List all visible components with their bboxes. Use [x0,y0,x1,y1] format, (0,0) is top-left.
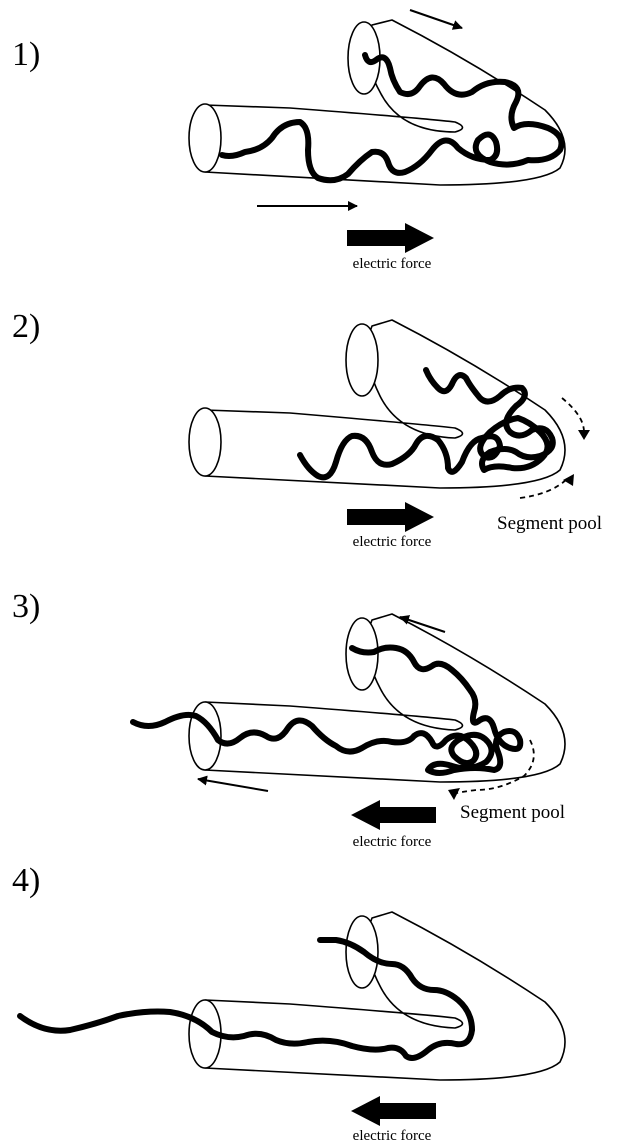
panel-3: 3) electric force Segment pool [12,588,565,850]
panel-3-nanotube [189,614,565,782]
panel-3-electric-force-label: electric force [353,834,432,850]
panel-2-number: 2) [12,308,40,345]
panel-2-electric-force-arrow [347,502,434,532]
panel-3-electric-force-arrow [351,800,436,830]
panel-2-electric-force-label: electric force [353,534,432,550]
panel-1-electric-force-label: electric force [353,256,432,272]
panel-1-electric-force-arrow [347,223,434,253]
panel-4-number: 4) [12,862,40,899]
panel-2-pool-arrowhead-bottom [563,474,574,486]
panel-2: 2) electric force Segment pool [12,308,602,550]
panel-4-nanotube [189,912,565,1080]
panel-2-pool-circulation-top [562,398,584,432]
panel-2-pool-arrowhead-top [578,430,590,440]
panel-3-segment-pool-label: Segment pool [460,802,565,823]
panel-3-pool-arrowhead [448,788,460,800]
panel-3-bottom-motion-arrow [198,779,268,791]
panel-1-top-motion-arrow [410,10,462,28]
panel-1-nanotube [189,20,565,185]
panel-3-number: 3) [12,588,40,625]
panel-4-electric-force-label: electric force [353,1128,432,1143]
panel-4: 4) electric force [12,862,565,1143]
panel-2-segment-pool-label: Segment pool [497,513,602,534]
panel-1: 1) electric force [12,10,565,272]
panel-4-electric-force-arrow [351,1096,436,1126]
panel-1-number: 1) [12,36,40,73]
